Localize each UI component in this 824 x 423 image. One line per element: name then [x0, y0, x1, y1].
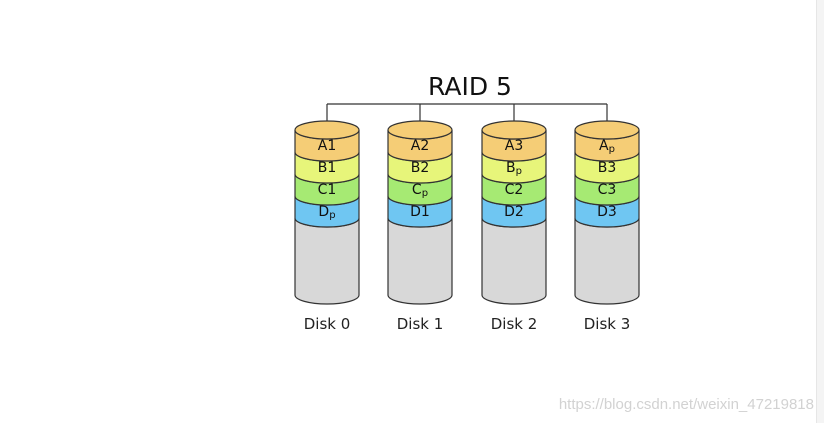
disk-label: Disk 1 [397, 315, 444, 333]
stripe-block-label: A1 [318, 138, 337, 154]
connector-lines [326, 103, 608, 130]
stripe-block-label: D2 [504, 204, 524, 220]
stripe-block-label: Bp [506, 160, 522, 177]
stripe-block-label: B2 [411, 160, 430, 176]
stripe-block-label: Ap [599, 138, 615, 155]
disk-empty-space [294, 217, 360, 305]
disk-top-cap [294, 120, 360, 140]
stripe-block-label: C3 [598, 182, 617, 198]
stripe-block-label: D3 [597, 204, 617, 220]
stripe-block-label: B1 [318, 160, 337, 176]
stripe-block-label: Dp [318, 204, 335, 221]
stripe-block-label: D1 [410, 204, 430, 220]
disk-empty-space [574, 217, 640, 305]
disk-empty-space [481, 217, 547, 305]
stripe-block-label: C2 [505, 182, 524, 198]
stripe-block-label: B3 [598, 160, 617, 176]
disk-top-cap [574, 120, 640, 140]
disk-top-cap [481, 120, 547, 140]
watermark-text: https://blog.csdn.net/weixin_47219818 [558, 396, 814, 413]
disk-label: Disk 0 [304, 315, 351, 333]
scrollbar-edge [816, 0, 824, 423]
stripe-block-label: Cp [412, 182, 428, 199]
disk-empty-space [387, 217, 453, 305]
disk-label: Disk 3 [584, 315, 631, 333]
stripe-block-label: C1 [318, 182, 337, 198]
stripe-block-label: A3 [505, 138, 524, 154]
stripe-block-label: A2 [411, 138, 430, 154]
disk-label: Disk 2 [491, 315, 538, 333]
disk-top-cap [387, 120, 453, 140]
diagram-title: RAID 5 [428, 72, 512, 101]
